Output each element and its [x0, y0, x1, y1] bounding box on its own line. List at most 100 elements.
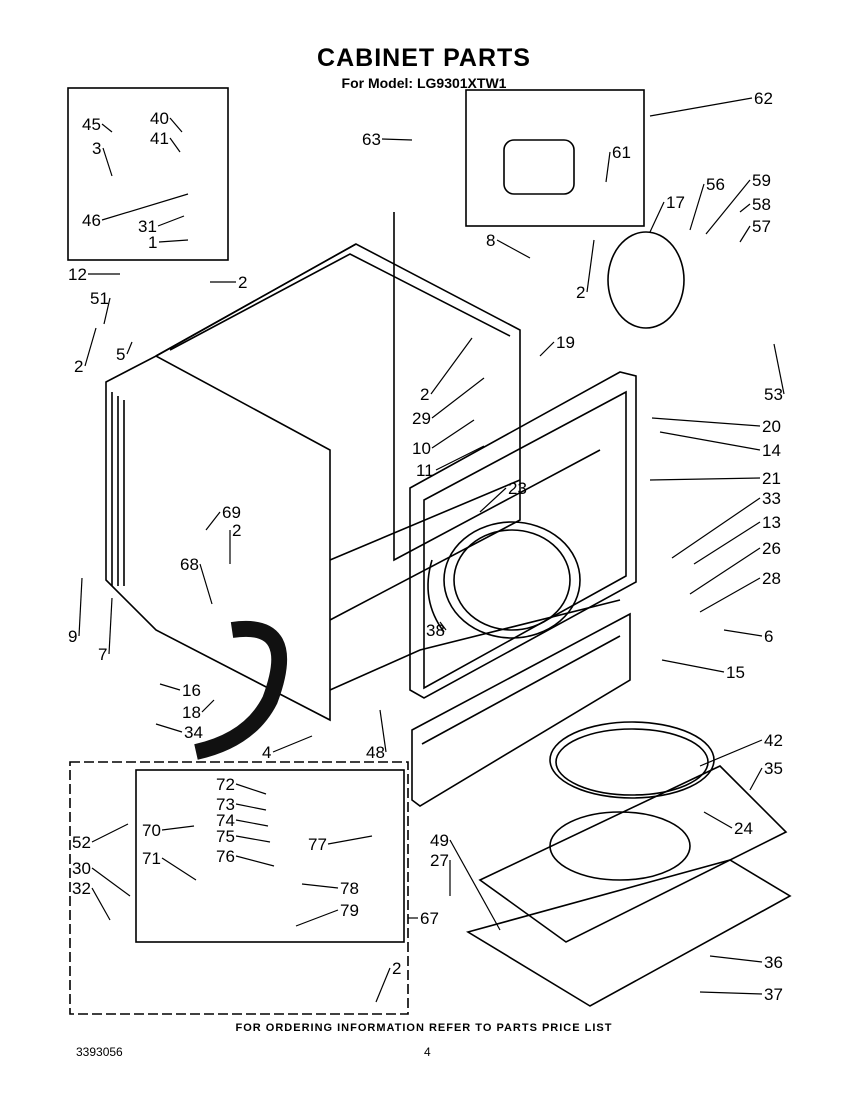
- leader-c18: [201, 699, 215, 713]
- leader-c72: [235, 783, 267, 795]
- callout-c2d: 2: [420, 385, 429, 404]
- callout-c12: 12: [68, 265, 87, 284]
- callout-c4: 4: [262, 743, 271, 762]
- leader-c26: [689, 547, 761, 595]
- callout-c9: 9: [68, 627, 77, 646]
- drive-belt: [607, 231, 685, 329]
- leader-c17: [649, 201, 665, 233]
- callout-c69: 69: [222, 503, 241, 522]
- callout-c41: 41: [150, 129, 169, 148]
- callout-c71: 71: [142, 849, 161, 868]
- leader-c69: [205, 511, 221, 531]
- leader-c7: [108, 597, 113, 655]
- leader-c14: [659, 431, 761, 451]
- callout-c42: 42: [764, 731, 783, 750]
- callout-c73: 73: [216, 795, 235, 814]
- leader-c13: [693, 521, 761, 565]
- callout-c67: 67: [420, 909, 439, 928]
- callout-c5: 5: [116, 345, 125, 364]
- callout-c38: 38: [426, 621, 445, 640]
- leader-c20: [651, 417, 761, 427]
- leader-c34: [155, 723, 183, 733]
- callout-c61: 61: [612, 143, 631, 162]
- leader-c52: [91, 823, 129, 843]
- callout-c70: 70: [142, 821, 161, 840]
- callout-c10: 10: [412, 439, 431, 458]
- leader-c37: [699, 991, 763, 995]
- leader-c29: [431, 377, 485, 419]
- exhaust-duct: [194, 620, 288, 760]
- leader-c73: [235, 803, 267, 811]
- callout-c76: 76: [216, 847, 235, 866]
- page-number: 4: [424, 1045, 431, 1059]
- callout-c77: 77: [308, 835, 327, 854]
- leader-c46: [101, 193, 189, 221]
- leader-c76: [235, 855, 275, 867]
- leader-c38: [439, 621, 447, 631]
- callout-c48: 48: [366, 743, 385, 762]
- callout-c35: 35: [764, 759, 783, 778]
- leader-c21: [649, 477, 761, 481]
- leader-c15: [661, 659, 725, 673]
- leader-c58: [739, 203, 751, 213]
- callout-c19: 19: [556, 333, 575, 352]
- callout-c21: 21: [762, 469, 781, 488]
- callout-c13: 13: [762, 513, 781, 532]
- callout-c20: 20: [762, 417, 781, 436]
- callout-c45: 45: [82, 115, 101, 134]
- leader-c10: [431, 419, 475, 449]
- callout-c49: 49: [430, 831, 449, 850]
- leader-c30: [91, 867, 131, 897]
- leader-c51: [103, 297, 111, 325]
- leader-c53: [773, 343, 785, 395]
- cabinet-rear-panel: [155, 243, 521, 621]
- leader-c56: [689, 183, 705, 231]
- leader-c45: [101, 123, 113, 133]
- cabinet-side-panel: [105, 355, 331, 722]
- leader-c24: [703, 811, 733, 829]
- inset-box-valve: [135, 769, 405, 943]
- leader-c48: [379, 709, 387, 753]
- callout-c18: 18: [182, 703, 201, 722]
- callout-c17: 17: [666, 193, 685, 212]
- leader-c36: [709, 955, 763, 963]
- leader-c8: [496, 239, 531, 259]
- leader-c11: [435, 445, 485, 471]
- callout-c37: 37: [764, 985, 783, 1004]
- leader-c78: [301, 883, 339, 889]
- leader-c71: [161, 857, 197, 881]
- leader-c61: [605, 151, 611, 183]
- callout-c1: 1: [148, 233, 157, 252]
- leader-c9: [78, 577, 83, 637]
- leader-c2b: [84, 327, 97, 367]
- callout-c79: 79: [340, 901, 359, 920]
- callout-c68: 68: [180, 555, 199, 574]
- leader-c6: [723, 629, 763, 637]
- callout-c2b: 2: [74, 357, 83, 376]
- leader-c74: [235, 819, 269, 827]
- leader-c1: [158, 239, 189, 243]
- callout-c2c: 2: [576, 283, 585, 302]
- callout-c2e: 2: [232, 521, 241, 540]
- callout-c75: 75: [216, 827, 235, 846]
- callout-c27: 27: [430, 851, 449, 870]
- callout-c23: 23: [508, 479, 527, 498]
- page-title: CABINET PARTS: [317, 44, 531, 72]
- callout-c29: 29: [412, 409, 431, 428]
- leader-c4: [272, 735, 313, 753]
- callout-c11: 11: [416, 461, 434, 480]
- callout-c36: 36: [764, 953, 783, 972]
- leader-c68: [199, 563, 213, 605]
- callout-c34: 34: [184, 723, 203, 742]
- callout-c32: 32: [72, 879, 91, 898]
- leader-c41: [169, 137, 181, 153]
- callout-c3: 3: [92, 139, 101, 158]
- leader-lines: [78, 97, 785, 1003]
- callout-c46: 46: [82, 211, 101, 230]
- callout-c14: 14: [762, 441, 781, 460]
- leader-c57: [739, 225, 751, 243]
- leader-c31: [157, 215, 185, 227]
- callout-c8: 8: [486, 231, 495, 250]
- front-panel: [409, 371, 637, 699]
